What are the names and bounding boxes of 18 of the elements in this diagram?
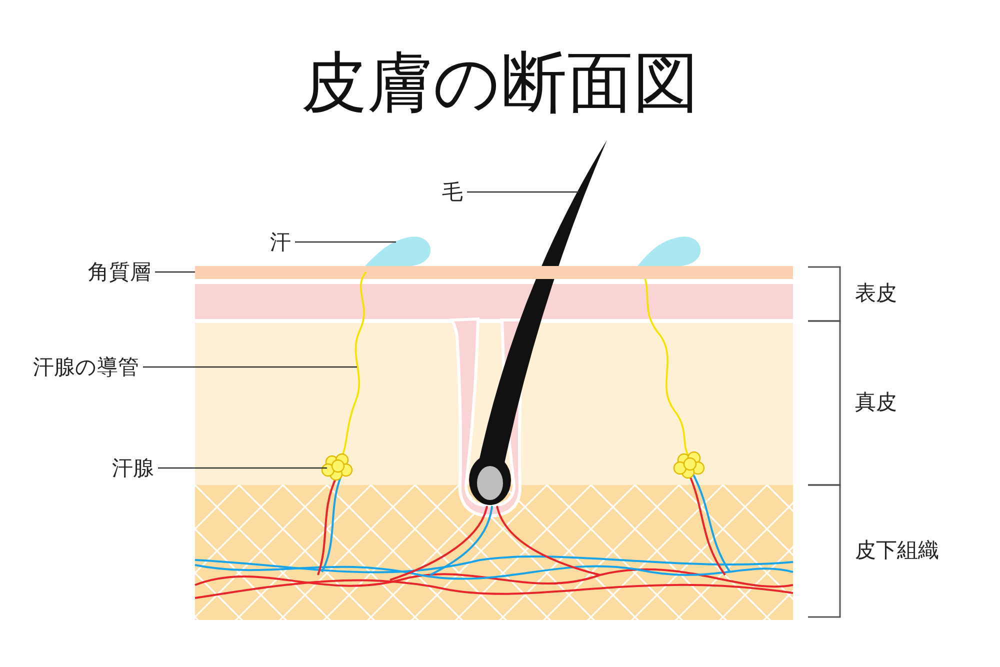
part-label: 角質層 bbox=[88, 260, 151, 286]
leader-line bbox=[158, 467, 327, 469]
part-label: 汗 bbox=[270, 230, 291, 256]
layer-label: 皮下組織 bbox=[855, 538, 939, 564]
stratum-corneum-layer bbox=[195, 266, 793, 279]
part-label: 汗腺 bbox=[112, 456, 154, 482]
leader-line bbox=[295, 241, 396, 243]
layer-label: 真皮 bbox=[855, 390, 897, 416]
title: 皮膚の断面図 bbox=[300, 43, 700, 123]
part-label: 毛 bbox=[442, 180, 463, 206]
layer-label: 表皮 bbox=[855, 281, 897, 306]
leader-line bbox=[143, 366, 357, 368]
leader-line bbox=[467, 191, 579, 193]
sweat-duct bbox=[342, 272, 367, 454]
part-label: 汗腺の導管 bbox=[33, 355, 139, 380]
leader-line bbox=[155, 271, 195, 273]
sweat-drop bbox=[363, 236, 430, 268]
sweat-gland-drawing bbox=[321, 453, 353, 481]
